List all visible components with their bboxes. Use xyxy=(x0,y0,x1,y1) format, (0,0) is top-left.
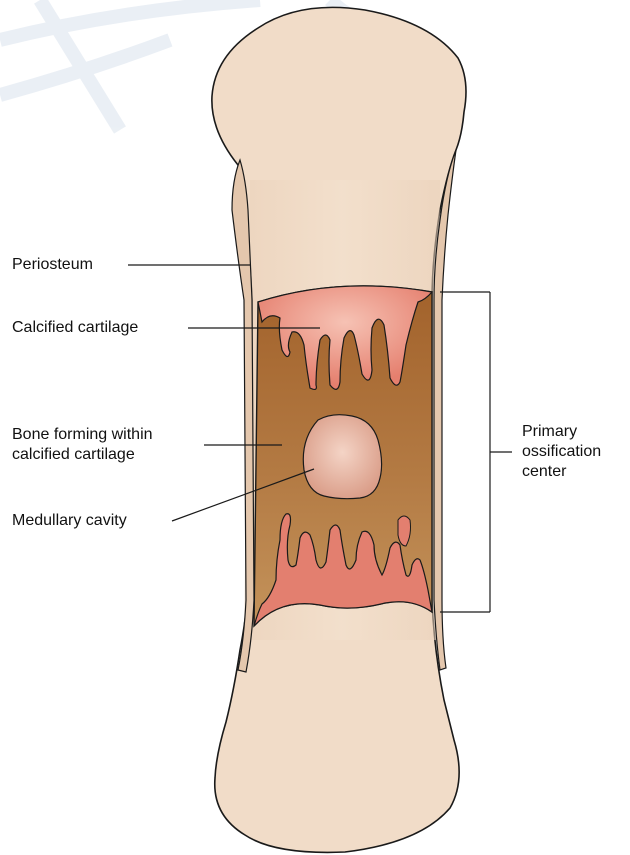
primary-label-line3: center xyxy=(522,462,566,482)
medullary-cavity-label: Medullary cavity xyxy=(12,511,127,531)
medullary-cavity xyxy=(303,415,381,499)
primary-ossification-bracket xyxy=(440,292,512,612)
primary-label-line1: Primary xyxy=(522,422,577,442)
calcified-cartilage-label: Calcified cartilage xyxy=(12,318,138,338)
primary-label-line2: ossification xyxy=(522,442,601,462)
periosteum-label: Periosteum xyxy=(12,255,93,275)
bone-forming-label-line1: Bone forming within xyxy=(12,425,153,445)
bone-forming-label-line2: calcified cartilage xyxy=(12,445,135,465)
